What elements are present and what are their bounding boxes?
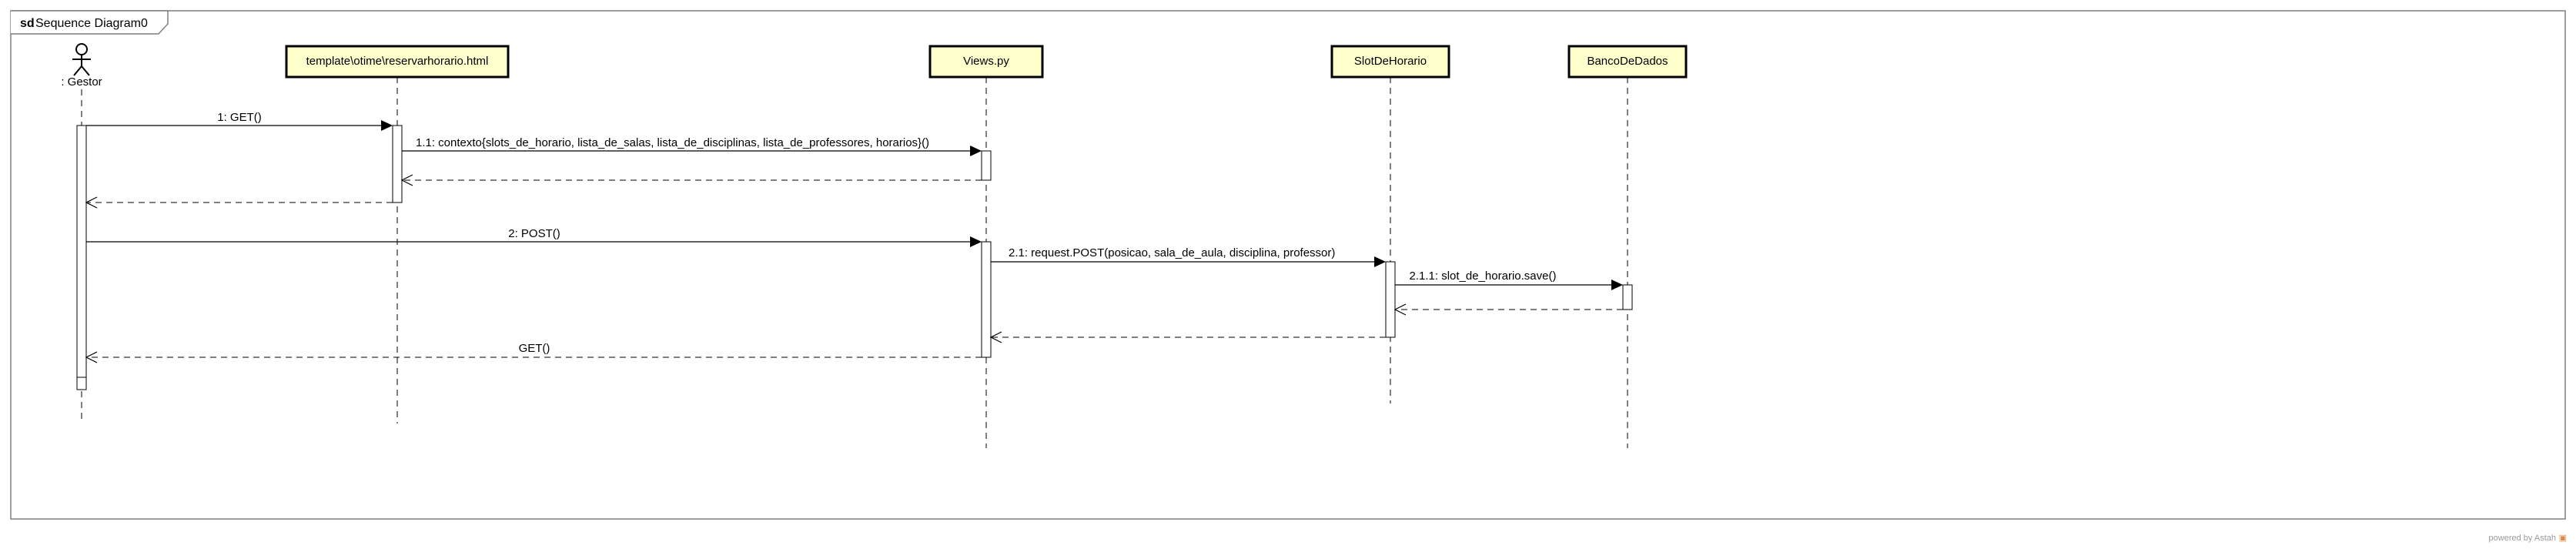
- actor-right-leg: [81, 65, 90, 76]
- reply-2-get[interactable]: GET(): [85, 342, 982, 363]
- activation-slotdehorario: [1385, 261, 1396, 338]
- frame-name: Sequence Diagram0: [35, 17, 148, 30]
- message-1-arrowhead: [381, 120, 393, 131]
- lifeline-head-views[interactable]: Views.py: [928, 45, 1044, 79]
- activation-views-1: [981, 150, 992, 181]
- reply-2-arrowhead: [85, 351, 98, 363]
- powered-by-astah: powered by Astah ▣: [2489, 534, 2567, 543]
- message-1-1-label: 1.1: contexto{slots_de_horario, lista_de…: [416, 136, 929, 149]
- message-2-label: 2: POST(): [508, 227, 560, 240]
- reply-2-label: GET(): [519, 342, 550, 355]
- message-2-1-arrowhead: [1374, 256, 1386, 267]
- message-1-label: 1: GET(): [217, 111, 262, 124]
- message-2-1-1-arrowhead: [1611, 280, 1623, 290]
- lifeline-head-template[interactable]: template\otime\reservarhorario.html: [285, 45, 510, 79]
- lifeline-label-bancodedados: BancoDeDados: [1587, 55, 1668, 68]
- lifeline-head-bancodedados[interactable]: BancoDeDados: [1567, 45, 1688, 79]
- message-2-1-1-label: 2.1.1: slot_de_horario.save(): [1410, 269, 1557, 283]
- lifeline-label-template: template\otime\reservarhorario.html: [306, 55, 489, 68]
- lifeline-label-slotdehorario: SlotDeHorario: [1354, 55, 1427, 68]
- actor-left-leg: [73, 65, 82, 76]
- reply-2-1-1[interactable]: [1393, 303, 1623, 316]
- message-2-1-label: 2.1: request.POST(posicao, sala_de_aula,…: [1009, 246, 1335, 259]
- reply-2-1-arrowhead: [989, 331, 1002, 343]
- lifeline-box-template: [285, 45, 510, 79]
- activation-views-2: [981, 241, 992, 358]
- diagram-frame: [10, 10, 2566, 520]
- frame-title-tab: [11, 10, 169, 35]
- message-1-1-arrowhead: [970, 146, 982, 156]
- actor-gestor[interactable]: [72, 43, 91, 76]
- message-2-1-1-save[interactable]: 2.1.1: slot_de_horario.save(): [1395, 269, 1623, 290]
- reply-1-1[interactable]: [400, 174, 982, 186]
- frame-keyword: sd: [20, 17, 35, 30]
- message-2-arrowhead: [970, 236, 982, 247]
- activation-bancodedados: [1622, 284, 1633, 310]
- reply-2-1-1-arrowhead: [1393, 303, 1407, 316]
- reply-1[interactable]: [85, 196, 393, 209]
- reply-2-1[interactable]: [989, 331, 1386, 343]
- message-2-post[interactable]: 2: POST(): [86, 227, 982, 247]
- reply-1-arrowhead: [85, 196, 98, 209]
- astah-logo-icon: ▣: [2559, 534, 2567, 543]
- message-1-1-contexto[interactable]: 1.1: contexto{slots_de_horario, lista_de…: [402, 136, 982, 156]
- powered-by-text: powered by Astah: [2489, 534, 2556, 543]
- actor-head: [75, 43, 88, 55]
- reply-1-1-arrowhead: [400, 174, 413, 186]
- activation-template: [392, 125, 403, 203]
- actor-label: : Gestor: [61, 75, 102, 89]
- activation-gestor-end: [76, 377, 87, 390]
- lifeline-head-slotdehorario[interactable]: SlotDeHorario: [1330, 45, 1450, 79]
- activation-gestor-main: [76, 125, 87, 380]
- message-2-1-request-post[interactable]: 2.1: request.POST(posicao, sala_de_aula,…: [991, 246, 1386, 267]
- message-1-get[interactable]: 1: GET(): [86, 111, 393, 131]
- lifeline-label-views: Views.py: [963, 55, 1009, 68]
- lifeline-box-views: [928, 45, 1044, 79]
